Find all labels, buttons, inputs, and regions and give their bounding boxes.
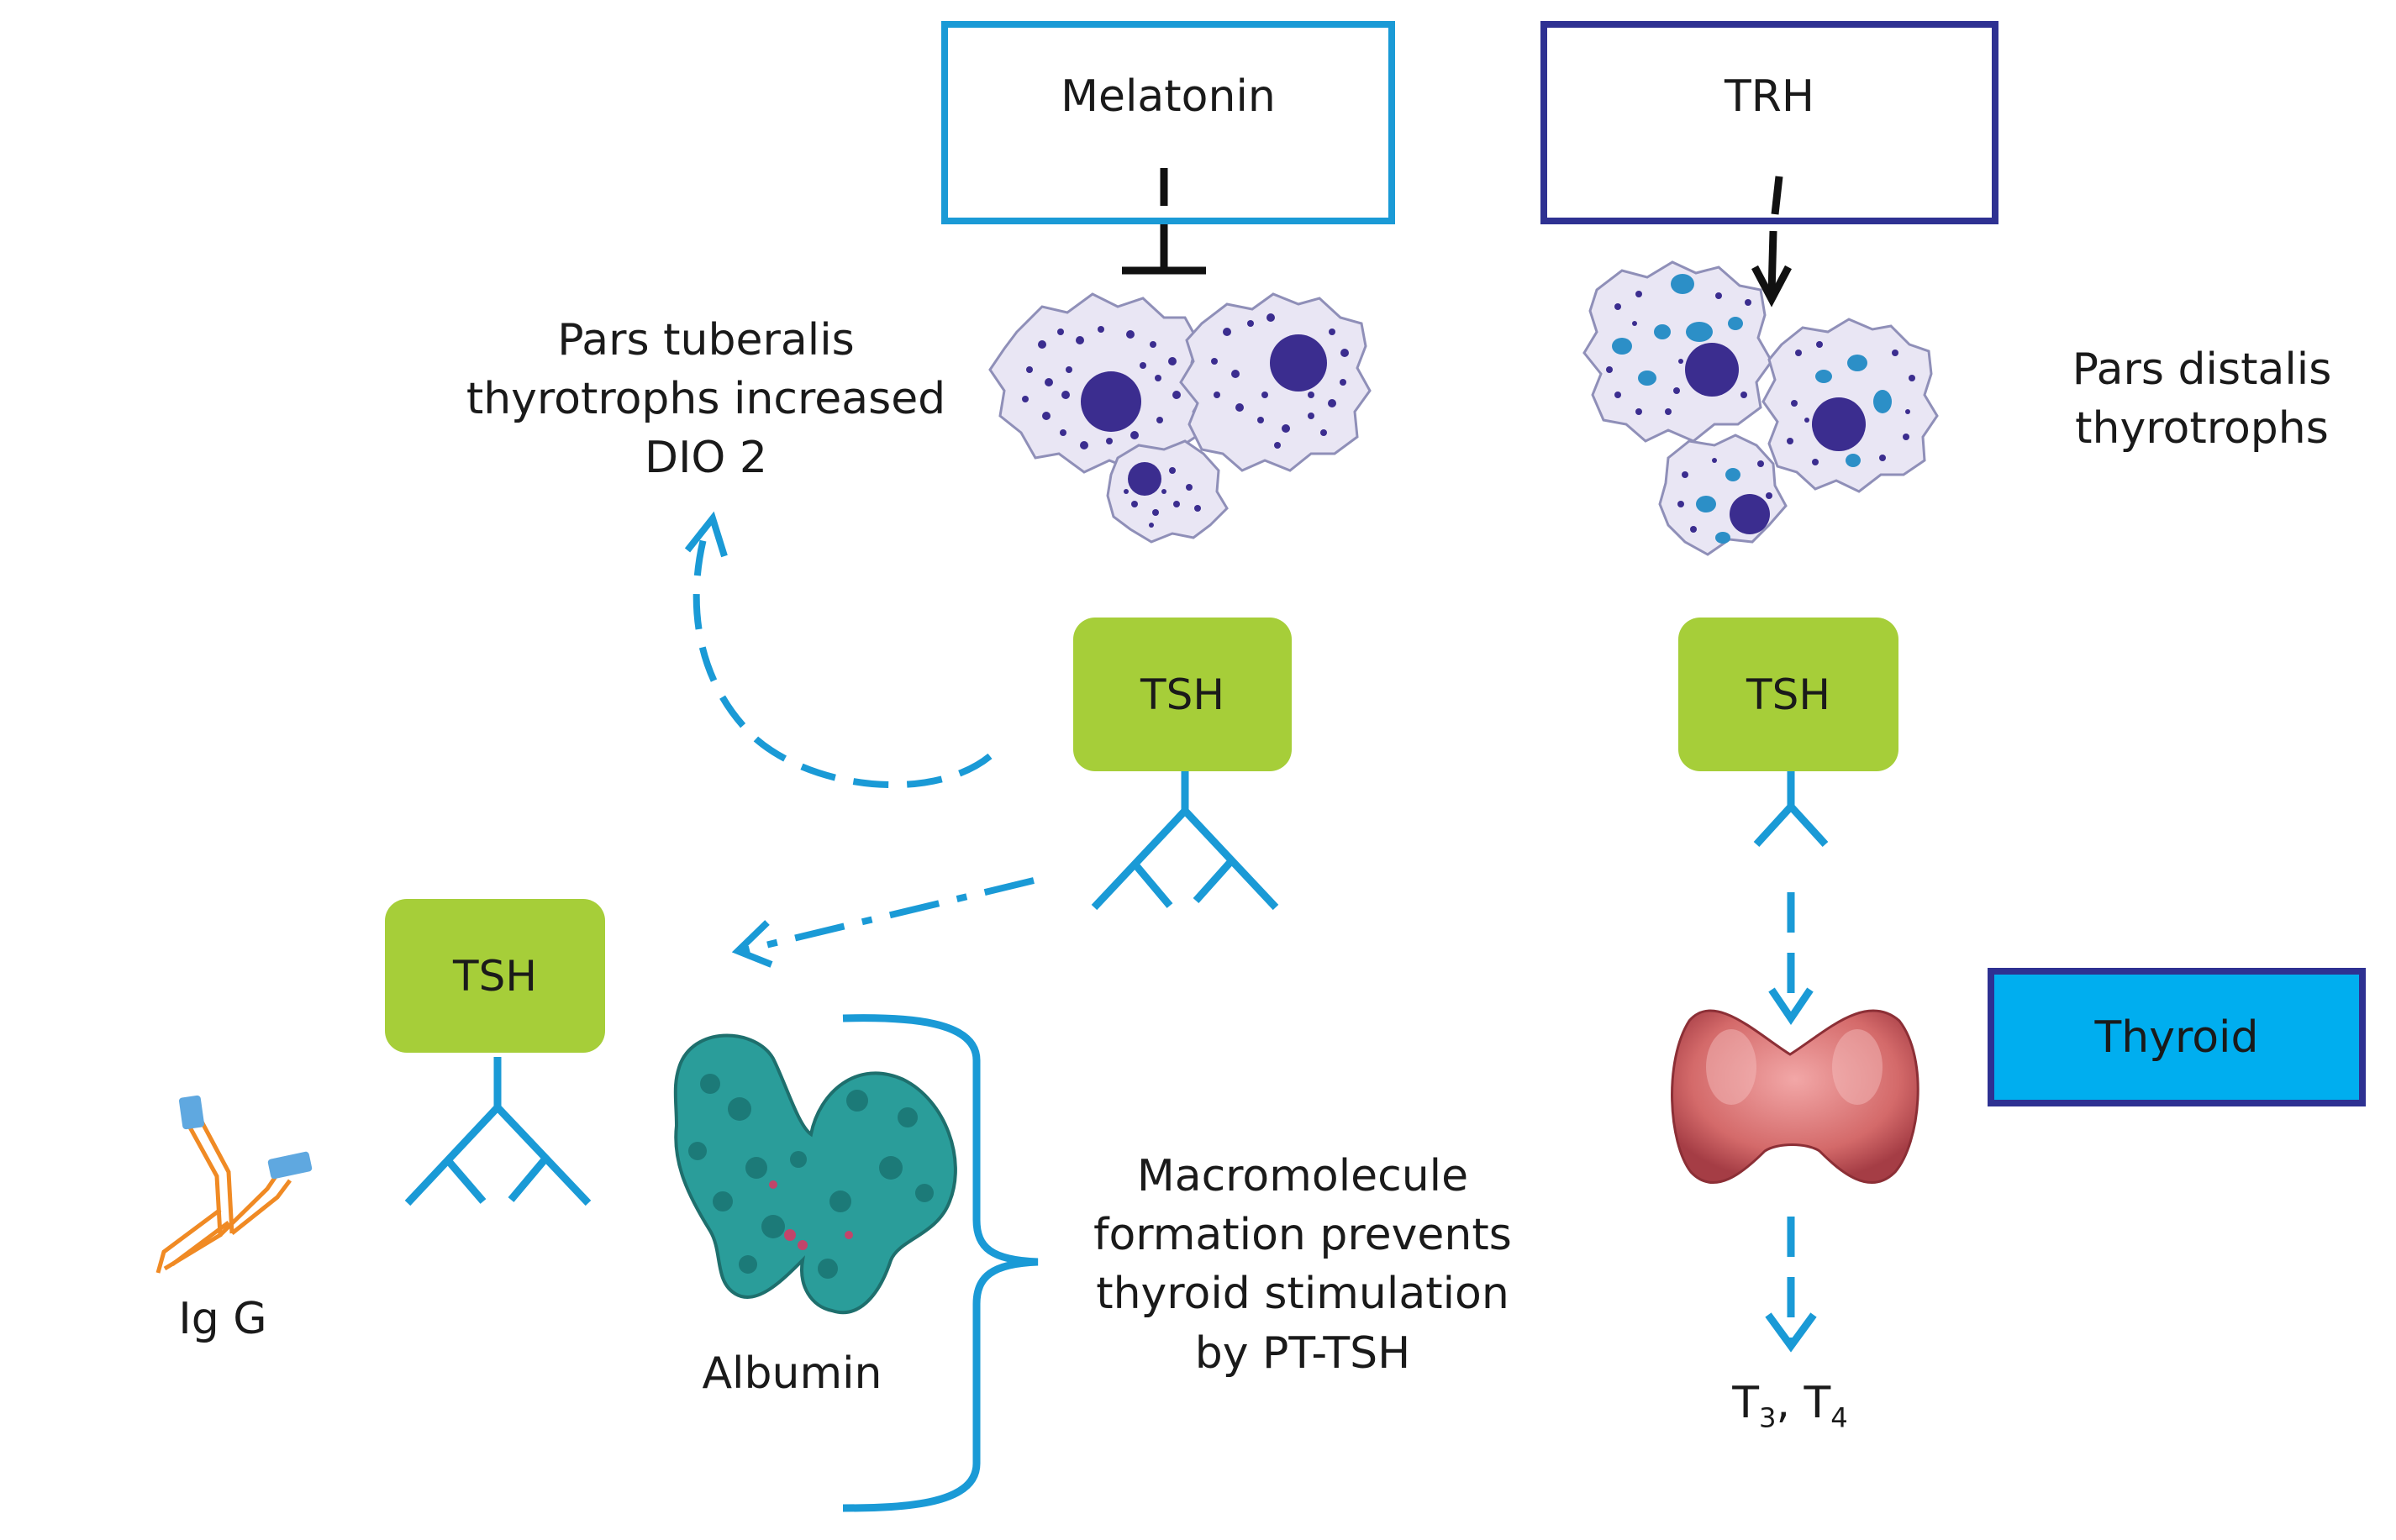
dashed-arrow-to-t3t4: [1765, 1217, 1817, 1353]
tsh-box-pars-tuberalis: TSH: [1073, 618, 1292, 771]
igg-label: Ig G: [178, 1294, 267, 1344]
thyroid-gland-icon: [1671, 1009, 1919, 1184]
t3-letter: T: [1732, 1378, 1759, 1428]
pars-distalis-cells-icon: [1582, 260, 1939, 556]
macromolecule-label: Macromolecule formation prevents thyroid…: [1059, 1147, 1546, 1383]
t3-subscript: 3: [1758, 1401, 1777, 1434]
pars-tuberalis-label: Pars tuberalis thyrotrophs increased DIO…: [454, 311, 958, 488]
albumin-molecule-icon: [673, 1033, 957, 1315]
tsh-box-pars-distalis: TSH: [1678, 618, 1898, 771]
t4-letter: T: [1804, 1378, 1831, 1428]
label-line: Pars tuberalis: [557, 315, 855, 365]
thyroid-label: Thyroid: [2094, 1012, 2259, 1063]
dashed-curve-arrow: [684, 511, 993, 789]
t3-t4-label: T3, T4: [1706, 1374, 1874, 1437]
melatonin-box: Melatonin: [941, 21, 1395, 224]
pars-distalis-label: Pars distalis thyrotrophs: [2042, 340, 2362, 458]
t-separator: ,: [1776, 1378, 1804, 1428]
thyroid-box: Thyroid: [1988, 968, 2366, 1106]
tsh-label: TSH: [1746, 670, 1830, 719]
albumin-label: Albumin: [702, 1348, 882, 1399]
melatonin-label: Melatonin: [1061, 71, 1276, 122]
arrow-down-icon: [1751, 176, 1792, 307]
dash-dot-arrow: [731, 877, 1035, 968]
label-line: by PT-TSH: [1194, 1327, 1411, 1379]
inhibition-bar-icon: [1122, 168, 1206, 275]
tsh-label: TSH: [453, 951, 537, 1001]
glycan-branch-icon: [1091, 771, 1279, 911]
igg-antibody-icon: [155, 1095, 313, 1274]
label-line: Macromolecule: [1136, 1151, 1469, 1201]
tsh-box-complex: TSH: [385, 899, 605, 1053]
curly-brace: [842, 1014, 1039, 1512]
glycan-branch-icon: [404, 1057, 592, 1206]
tsh-label: TSH: [1140, 670, 1224, 719]
label-line: DIO 2: [645, 433, 767, 484]
label-line: thyrotrophs increased: [466, 374, 946, 425]
trh-label: TRH: [1725, 71, 1814, 122]
dashed-arrow-to-thyroid: [1768, 892, 1814, 1026]
trh-box: TRH: [1540, 21, 1998, 224]
t4-subscript: 4: [1830, 1401, 1848, 1434]
pars-tuberalis-cells-icon: [988, 292, 1372, 544]
glycan-branch-icon: [1753, 771, 1829, 848]
label-line: thyroid stimulation: [1096, 1269, 1509, 1320]
label-line: Pars distalis: [2072, 344, 2332, 395]
label-line: formation prevents: [1093, 1210, 1512, 1261]
label-line: thyrotrophs: [2075, 403, 2329, 455]
